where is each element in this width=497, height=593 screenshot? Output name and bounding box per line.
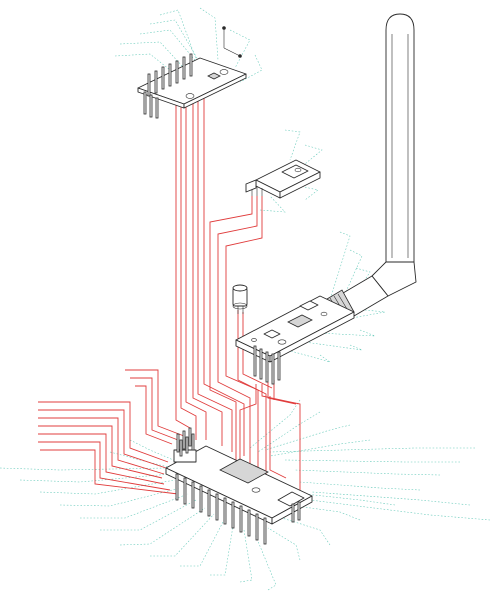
icsp-header: [173, 427, 197, 463]
radio-header-pins: [253, 345, 281, 385]
board-pins: [175, 473, 301, 545]
nano-board-icon: [165, 427, 313, 545]
sensor-breakout-module: [137, 53, 247, 119]
capacitor: [232, 284, 248, 314]
rubber-duck-antenna-icon: [321, 13, 417, 323]
voltage-regulator: [245, 159, 321, 199]
sensor-header-pins: [143, 53, 193, 119]
axis-gizmo-icon: [222, 26, 242, 58]
annotation-leaders: [0, 7, 491, 591]
radio-transceiver-module: [235, 295, 355, 385]
wire-harness: [38, 88, 301, 495]
